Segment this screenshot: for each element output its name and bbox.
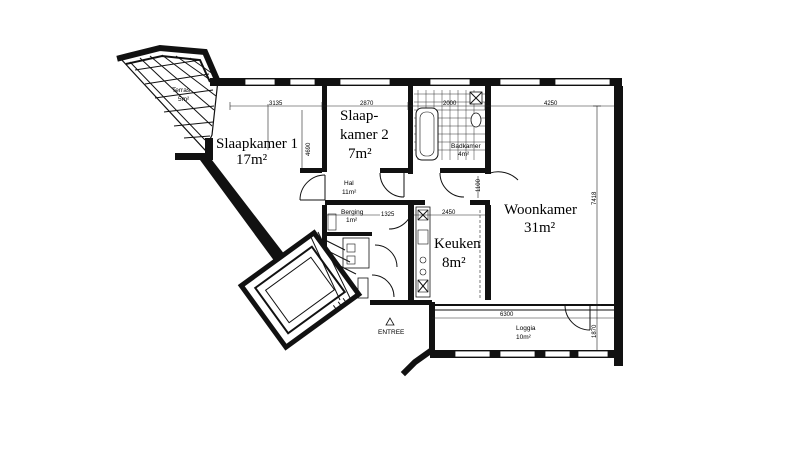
dim-7418: 7418: [592, 191, 598, 205]
dim-1325: 1325: [381, 212, 395, 218]
dim-2870: 2870: [360, 101, 374, 107]
dim-6300: 6300: [500, 312, 514, 318]
terras-area: 5m²: [178, 96, 190, 103]
berging-label: Berging: [341, 209, 364, 216]
dim-4250: 4250: [544, 101, 558, 107]
slaapkamer1-area: 17m²: [236, 152, 268, 168]
keuken-label: Keuken: [434, 236, 481, 252]
terras-balcony: Terras 5m²: [116, 44, 222, 152]
entrance-marker: ENTREE: [378, 317, 405, 336]
stairwell: [237, 229, 363, 351]
stair-lines: [309, 231, 357, 301]
dim-4690: 4690: [306, 142, 312, 156]
dim-1870: 1870: [592, 324, 598, 338]
dim-3135: 3135: [269, 101, 283, 107]
outer-walls: [175, 78, 623, 377]
slaapkamer2-area: 7m²: [348, 146, 372, 162]
keuken-area: 8m²: [442, 255, 466, 271]
terras-hatching: [129, 54, 217, 141]
badkamer-label: Badkamer: [451, 143, 481, 150]
doors: [299, 171, 591, 331]
slaapkamer1-label: Slaapkamer 1: [216, 136, 298, 152]
badkamer-area: 4m²: [458, 151, 470, 158]
slaapkamer2-label-line2: kamer 2: [340, 127, 389, 143]
loggia-area: 10m²: [516, 334, 532, 341]
terras-label: Terras: [172, 87, 191, 94]
kitchen-counter: [415, 206, 481, 300]
dim-2450: 2450: [442, 210, 456, 216]
hal-label: Hal: [344, 180, 354, 187]
hal-area: 11m²: [342, 189, 357, 196]
entrance-label: ENTREE: [378, 329, 405, 336]
dim-2000: 2000: [443, 101, 457, 107]
dim-1100: 1100: [476, 178, 482, 192]
berging-area: 1m²: [346, 217, 358, 224]
slaapkamer2-label-line1: Slaap-: [340, 108, 378, 124]
dimension-lines: [229, 102, 614, 350]
bathroom: Badkamer 4m²: [414, 90, 485, 161]
woonkamer-area: 31m²: [524, 220, 556, 236]
woonkamer-label: Woonkamer: [504, 202, 577, 218]
loggia-label: Loggia: [516, 325, 536, 332]
interior-walls: [300, 86, 614, 311]
